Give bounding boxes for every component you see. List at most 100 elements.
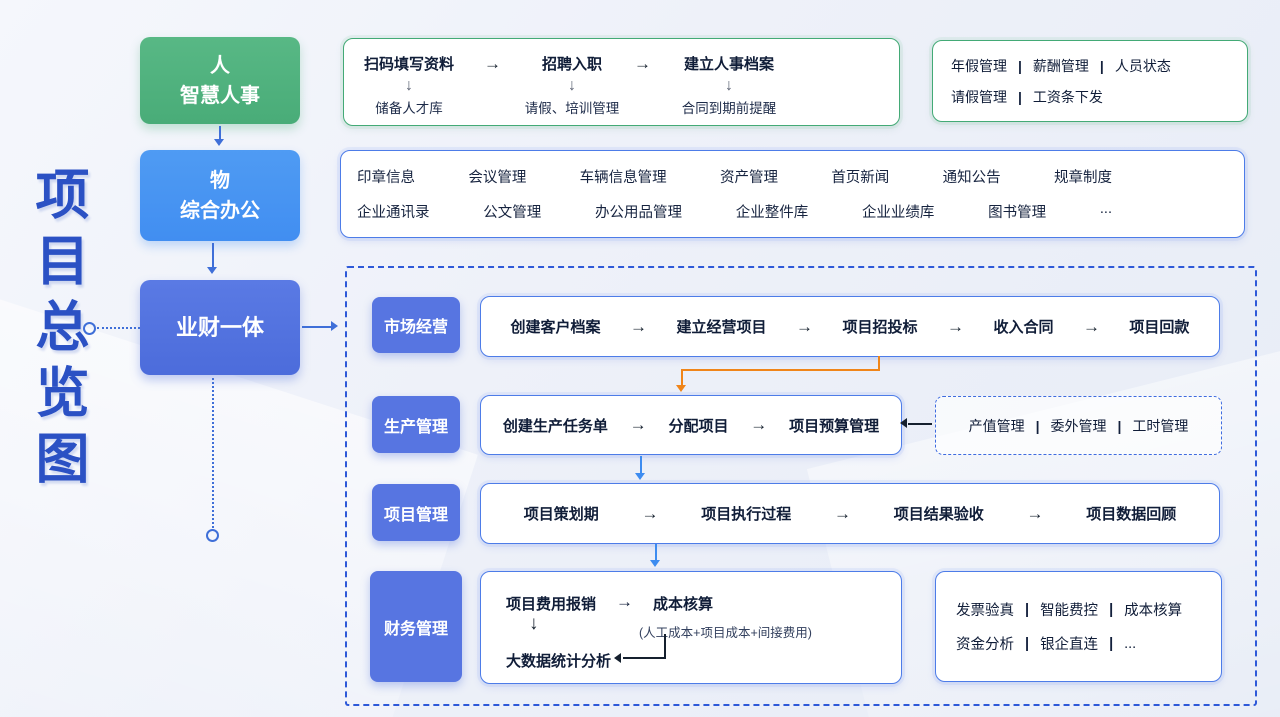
item-label: 会议管理 bbox=[468, 170, 527, 186]
flow-step: 项目费用报销 bbox=[506, 596, 597, 613]
item-label: 项目结果验收 bbox=[893, 506, 984, 523]
arrowhead-icon bbox=[614, 653, 621, 663]
arrowhead-icon bbox=[331, 321, 338, 331]
item-label: 资金分析 bbox=[956, 637, 1014, 653]
item-label: ... bbox=[1124, 635, 1137, 652]
flow-substep: 请假、培训管理 bbox=[524, 101, 620, 116]
office-features-row2: 企业通讯录 公文管理 办公用品管理 企业整件库 企业业绩库 图书管理... bbox=[357, 201, 1112, 222]
pipe-separator: | bbox=[1035, 417, 1040, 434]
flow-substep: 储备人才库 bbox=[375, 101, 443, 116]
arrow-down-icon: ↓ bbox=[405, 77, 413, 94]
connector-hr-to-office bbox=[219, 126, 221, 141]
arrow-right-icon: → bbox=[795, 316, 813, 336]
arrow-right-icon: → bbox=[616, 592, 633, 611]
connector-side-to-production bbox=[908, 423, 932, 425]
item-label: 企业整件库 bbox=[735, 205, 809, 221]
flow-substep: 合同到期前提醒 bbox=[681, 101, 777, 116]
arrow-down-icon: ↓ bbox=[568, 77, 576, 94]
page-title: 项目总览图 bbox=[26, 166, 89, 496]
item-label: 公文管理 bbox=[483, 205, 542, 221]
item-label: 企业通讯录 bbox=[357, 205, 430, 221]
arrow-right-icon: → bbox=[634, 54, 651, 73]
project-board-container bbox=[345, 266, 1257, 706]
item-label: 规章制度 bbox=[1053, 170, 1112, 186]
pipe-separator: | bbox=[1025, 635, 1030, 652]
item-label: 首页新闻 bbox=[831, 170, 890, 186]
market-flow-box: 创建客户档案→建立经营项目→项目招投标→收入合同→项目回款 bbox=[480, 296, 1220, 357]
row-label-market: 市场经营 bbox=[372, 297, 460, 353]
connector-title-dotted bbox=[97, 327, 140, 329]
arrowhead-icon bbox=[676, 385, 686, 392]
title-node-circle bbox=[83, 322, 96, 335]
cost-note: (人工成本+项目成本+间接费用) bbox=[639, 626, 812, 640]
pillar-hr-line2: 智慧人事 bbox=[180, 84, 260, 107]
item-label: 薪酬管理 bbox=[1032, 57, 1089, 74]
connector-orange bbox=[681, 369, 683, 387]
item-label: 图书管理 bbox=[988, 205, 1047, 221]
hr-flow-column: 建立人事档案 ↓ 合同到期前提醒 bbox=[656, 53, 802, 117]
pipe-separator: | bbox=[1018, 57, 1022, 74]
pillar-hr-line1: 人 bbox=[210, 54, 230, 77]
pillar-general-office: 物 综合办公 bbox=[140, 150, 300, 241]
item-label: 分配项目 bbox=[668, 417, 729, 435]
pipe-separator: | bbox=[1018, 88, 1022, 105]
arrowhead-icon bbox=[650, 560, 660, 567]
item-label: 印章信息 bbox=[357, 170, 415, 186]
hr-flow-column: 招聘入职 ↓ 请假、培训管理 bbox=[504, 53, 640, 117]
flow-step: 成本核算 bbox=[653, 596, 714, 613]
connector-office-to-finance bbox=[212, 243, 214, 269]
item-label: 项目回款 bbox=[1129, 319, 1190, 336]
item-label: 银企直连 bbox=[1040, 637, 1099, 653]
item-label: 工资条下发 bbox=[1032, 88, 1103, 105]
item-label: 项目预算管理 bbox=[789, 417, 880, 435]
item-label: 人员状态 bbox=[1114, 57, 1171, 74]
connector-finance-dotted-down bbox=[212, 378, 214, 528]
finance-side-panel: 发票验真|智能费控|成本核算 资金分析|银企直连|... bbox=[935, 571, 1222, 682]
pillar-business-finance: 业财一体 bbox=[140, 280, 300, 375]
flow-step: 扫码填写资料 bbox=[363, 56, 454, 73]
item-label: 创建生产任务单 bbox=[502, 417, 608, 435]
connector-orange bbox=[878, 356, 880, 370]
connector-finance-to-board bbox=[302, 326, 332, 328]
item-label: 项目执行过程 bbox=[701, 506, 792, 523]
arrow-right-icon: → bbox=[1082, 316, 1100, 336]
arrowhead-icon bbox=[635, 473, 645, 480]
finance-side-row1: 发票验真|智能费控|成本核算 bbox=[956, 599, 1221, 620]
finance-side-row2: 资金分析|银企直连|... bbox=[956, 633, 1221, 654]
arrow-right-icon: → bbox=[629, 415, 647, 434]
production-side-panel: 产值管理|委外管理|工时管理 bbox=[935, 396, 1222, 455]
pipe-separator: | bbox=[1099, 57, 1104, 74]
hr-features-panel: 年假管理 | 薪酬管理 | 人员状态 请假管理 | 工资条下发 bbox=[932, 40, 1248, 122]
item-label: 项目数据回顾 bbox=[1086, 506, 1177, 523]
item-label: 通知公告 bbox=[942, 170, 1001, 186]
arrow-right-icon: → bbox=[1026, 503, 1044, 523]
pipe-separator: | bbox=[1109, 601, 1114, 618]
connector-orange bbox=[681, 369, 880, 371]
arrowhead-icon bbox=[214, 139, 224, 146]
row-label-finance: 财务管理 bbox=[370, 571, 462, 682]
pipe-separator: | bbox=[1025, 601, 1030, 618]
item-label: 办公用品管理 bbox=[594, 205, 682, 221]
item-label: 企业业绩库 bbox=[861, 205, 935, 221]
item-label: 车辆信息管理 bbox=[579, 170, 667, 186]
item-label: 项目招投标 bbox=[842, 319, 918, 336]
arrow-right-icon: → bbox=[484, 54, 501, 73]
arrow-right-icon: → bbox=[629, 316, 647, 336]
office-features-row1: 印章信息 会议管理 车辆信息管理 资产管理 首页新闻 通知公告 规章制度 bbox=[357, 166, 1112, 187]
production-flow-box: 创建生产任务单 → 分配项目 → 项目预算管理 bbox=[480, 395, 902, 455]
arrow-right-icon: → bbox=[750, 415, 768, 434]
item-label: ... bbox=[1099, 201, 1112, 217]
item-label: 成本核算 bbox=[1124, 603, 1183, 619]
connector-production-to-project bbox=[640, 456, 642, 475]
pillar-smart-hr: 人 智慧人事 bbox=[140, 37, 300, 124]
item-label: 资产管理 bbox=[719, 170, 778, 186]
flow-step: 大数据统计分析 bbox=[506, 653, 612, 670]
item-label: 产值管理 bbox=[968, 417, 1025, 434]
flow-step: 建立人事档案 bbox=[683, 56, 774, 73]
connector-line bbox=[664, 634, 666, 657]
pillar-office-line2: 综合办公 bbox=[180, 199, 260, 222]
item-label: 请假管理 bbox=[951, 88, 1007, 105]
item-label: 工时管理 bbox=[1132, 417, 1189, 434]
item-label: 年假管理 bbox=[951, 57, 1007, 74]
arrow-right-icon: → bbox=[641, 503, 659, 523]
